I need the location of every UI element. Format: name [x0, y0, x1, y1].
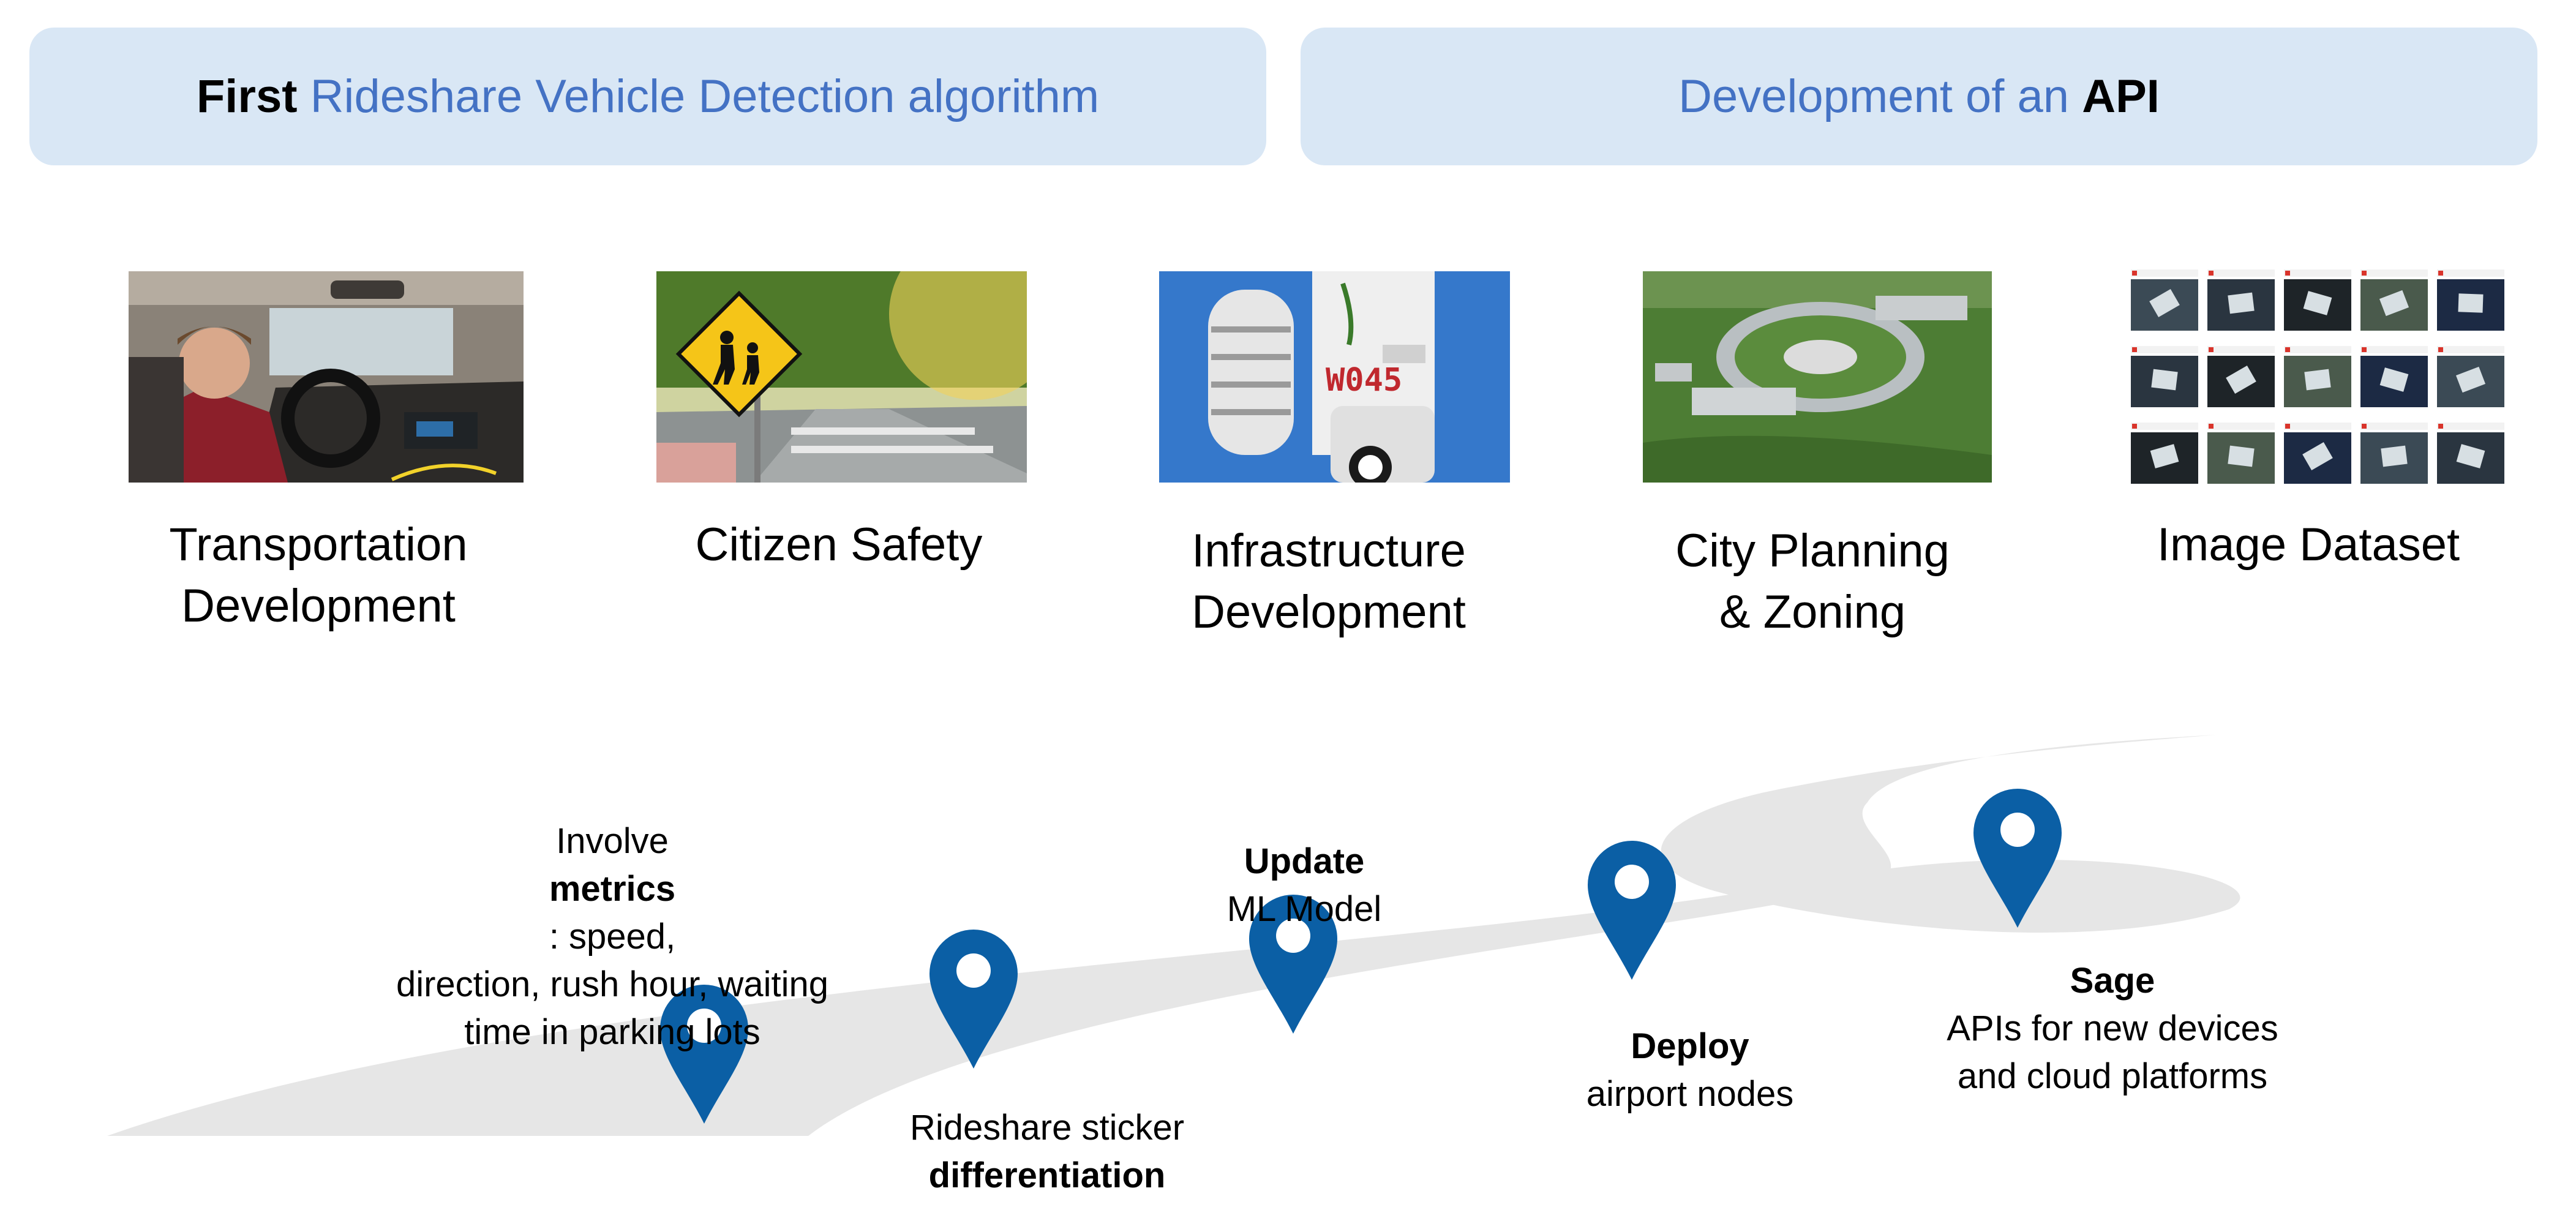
caption-city-planning-zoning: City Planning& Zoning — [1675, 525, 1950, 638]
milestone-metrics: Involve metrics: speed, direction, rush … — [396, 821, 829, 1052]
caption-citizen-safety: Citizen Safety — [695, 519, 983, 571]
banner-left-text: Rideshare Vehicle Detection algorithm — [310, 70, 1100, 122]
pin-icon-sticker — [929, 930, 1018, 1069]
pin-icon-metrics — [660, 985, 748, 1124]
milestone-deploy: Deploy airport nodes — [1586, 1026, 1794, 1114]
aerial-campus-photo — [1643, 271, 1992, 483]
school-crossing-sign-photo — [656, 271, 1027, 483]
pin-icon-sage-apis — [1973, 789, 2062, 928]
milestone-sage-apis: Sage APIs for new devices and cloud plat… — [1947, 961, 2278, 1096]
banner-rideshare-detection: First Rideshare Vehicle Detection algori… — [29, 28, 1266, 165]
banner-api-development: Development of an API — [1301, 28, 2537, 165]
banner-left-bold: First — [196, 70, 298, 122]
dataset-grid-screenshot — [2125, 263, 2507, 490]
driver-in-car-photo — [129, 271, 524, 483]
banner-right-text: Development of an — [1678, 70, 2070, 122]
banner-right-bold: API — [2082, 70, 2160, 122]
milestone-sticker: Rideshare sticker differentiation — [909, 1108, 1185, 1195]
sensor-label: W045 — [1326, 362, 1402, 399]
caption-image-dataset: Image Dataset — [2157, 519, 2460, 571]
pin-icon-deploy — [1588, 841, 1676, 980]
milestone-update-model: Update ML Model — [1226, 841, 1382, 929]
sensor-node-photo: W045 — [1159, 271, 1510, 483]
pin-icon-update-model — [1249, 895, 1337, 1034]
